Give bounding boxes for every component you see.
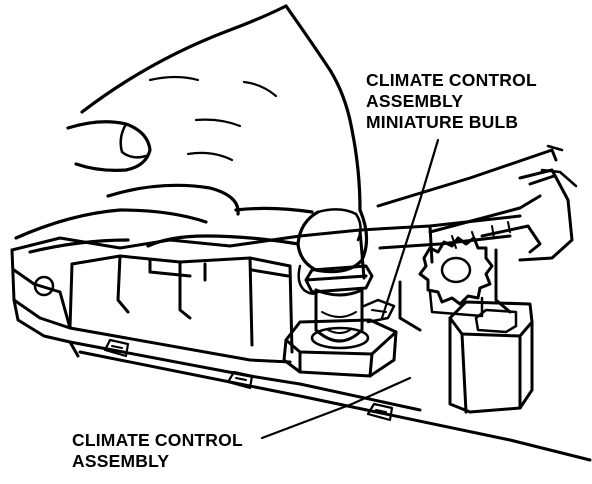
label-line: MINIATURE BULB bbox=[366, 112, 519, 132]
hand-holding-bulb bbox=[14, 4, 369, 295]
leader-line-assembly bbox=[260, 376, 412, 440]
connector-block bbox=[448, 300, 534, 414]
gear-wheel bbox=[418, 236, 494, 318]
label-climate-control-assembly: CLIMATE CONTROL ASSEMBLY bbox=[72, 430, 243, 472]
label-line: CLIMATE CONTROL bbox=[72, 430, 243, 450]
leader-lines bbox=[260, 138, 440, 440]
label-line: ASSEMBLY bbox=[366, 91, 464, 111]
label-line: CLIMATE CONTROL bbox=[366, 70, 537, 90]
miniature-bulb bbox=[304, 264, 374, 343]
bulb-socket bbox=[282, 298, 398, 378]
back-bracket bbox=[376, 144, 578, 314]
label-line: ASSEMBLY bbox=[72, 451, 170, 471]
label-miniature-bulb: CLIMATE CONTROL ASSEMBLY MINIATURE BULB bbox=[366, 70, 537, 133]
assembly-housing bbox=[10, 214, 592, 462]
leader-line-bulb bbox=[380, 138, 440, 320]
